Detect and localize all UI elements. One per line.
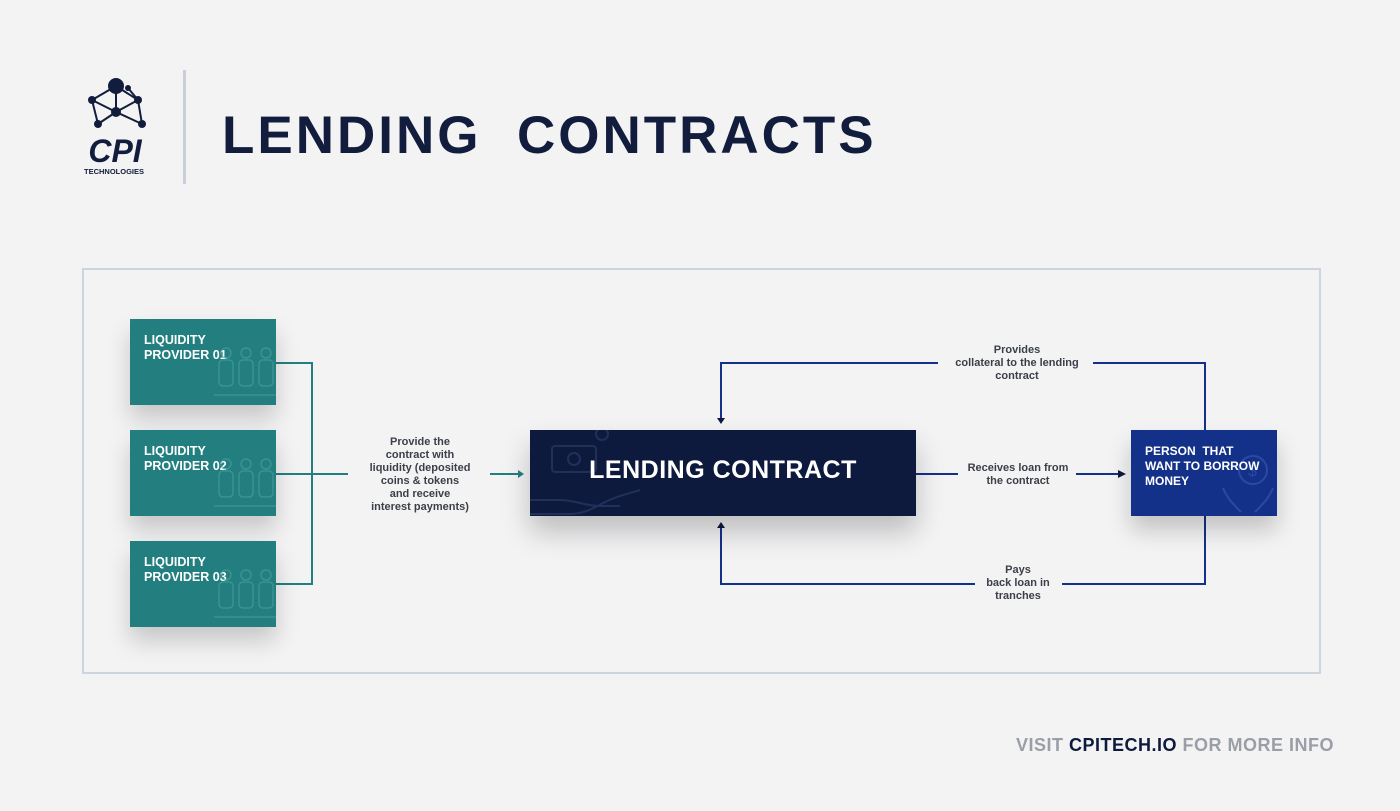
provider-label: LIQUIDITY PROVIDER 02: [144, 444, 227, 473]
money-hand-icon: [530, 430, 641, 515]
svg-text:$: $: [1248, 463, 1257, 480]
logo-text: CPI: [88, 133, 142, 169]
footer-more: FOR MORE INFO: [1177, 735, 1335, 755]
lending-contract-label: LENDING CONTRACT: [589, 456, 857, 484]
borrower-label: PERSON THAT WANT TO BORROW MONEY: [1145, 444, 1260, 488]
footer-site-link[interactable]: CPITECH.IO: [1069, 735, 1178, 755]
provide-liquidity-label: Provide the contract with liquidity (dep…: [369, 436, 471, 513]
page-title: LENDING CONTRACTS: [222, 106, 877, 165]
logo-subtext: TECHNOLOGIES: [84, 167, 144, 176]
collateral-label: Provides collateral to the lending contr…: [955, 344, 1079, 382]
payback-label: Pays back loan in tranches: [986, 564, 1050, 602]
diagram-frame: [82, 268, 1321, 674]
lending-contract-box: LENDING CONTRACT: [530, 430, 916, 516]
provider-label: LIQUIDITY PROVIDER 03: [144, 555, 227, 584]
header-divider: [183, 70, 186, 184]
people-icon: [214, 347, 276, 396]
coin-hand-icon: $: [1222, 455, 1274, 513]
footer-visit: VISIT: [1016, 735, 1070, 755]
footer-cta: VISIT CPITECH.IO FOR MORE INFO: [1016, 735, 1334, 756]
liquidity-provider-01: LIQUIDITY PROVIDER 01: [130, 319, 276, 405]
loan-label: Receives loan from the contract: [967, 462, 1069, 487]
liquidity-provider-03: LIQUIDITY PROVIDER 03: [130, 541, 276, 627]
people-icon: [214, 569, 276, 618]
cpi-logo: CPI TECHNOLOGIES: [70, 74, 160, 178]
provider-label: LIQUIDITY PROVIDER 01: [144, 333, 227, 362]
borrower-box: $ PERSON THAT WANT TO BORROW MONEY: [1131, 430, 1277, 516]
liquidity-provider-02: LIQUIDITY PROVIDER 02: [130, 430, 276, 516]
people-icon: [214, 458, 276, 507]
